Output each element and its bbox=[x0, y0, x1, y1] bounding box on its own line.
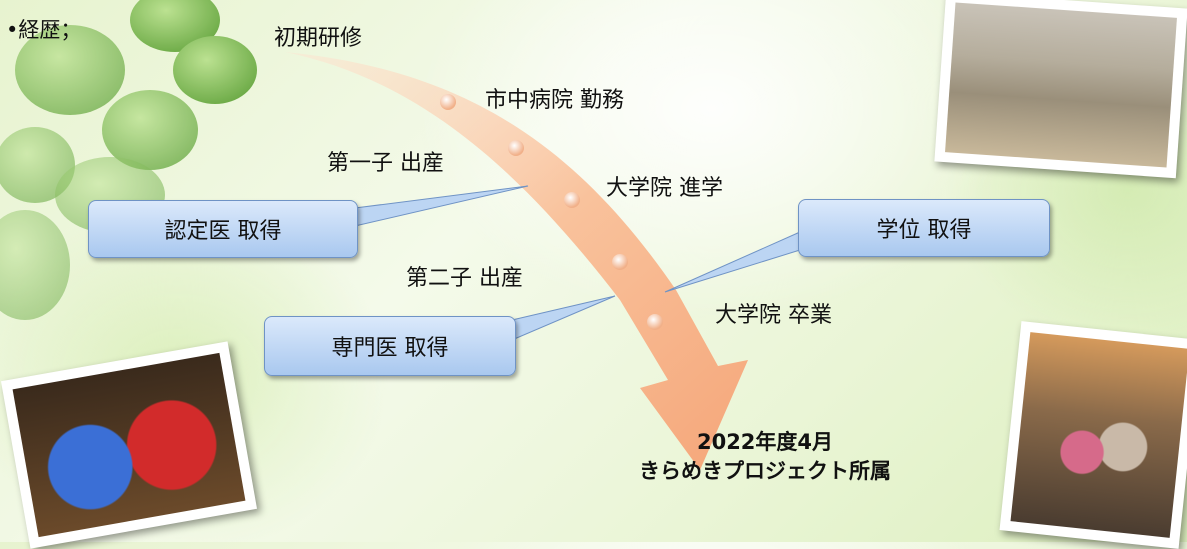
timeline-label: 大学院 卒業 bbox=[715, 303, 832, 328]
callout-text: 学位 取得 bbox=[876, 218, 972, 243]
footer-project: きらめきプロジェクト所属 bbox=[639, 459, 891, 483]
callout-certified: 認定医 取得 bbox=[88, 200, 358, 258]
timeline-arrow bbox=[285, 52, 748, 470]
photo-beach bbox=[934, 0, 1187, 179]
timeline-label: 市中病院 勤務 bbox=[485, 88, 624, 113]
timeline-label: 大学院 進学 bbox=[606, 176, 723, 201]
bullet: • bbox=[6, 18, 19, 42]
clover-icon bbox=[0, 0, 257, 320]
section-title: 経歴； bbox=[18, 18, 82, 42]
footer-date: 2022年度4月 bbox=[696, 430, 834, 454]
section-header: •経歴； bbox=[6, 14, 81, 44]
photo-children bbox=[999, 321, 1187, 549]
timeline-markers bbox=[440, 94, 663, 330]
callout-text: 専門医 取得 bbox=[331, 336, 449, 361]
callout-pointer bbox=[354, 185, 529, 227]
callout-pointer bbox=[664, 231, 801, 293]
callout-specialist: 専門医 取得 bbox=[264, 316, 516, 376]
timeline-label: 第一子 出産 bbox=[327, 151, 444, 176]
callout-pointer bbox=[511, 295, 616, 341]
callout-degree: 学位 取得 bbox=[798, 199, 1050, 257]
callout-text: 認定医 取得 bbox=[164, 219, 282, 244]
timeline-label: 初期研修 bbox=[274, 26, 363, 51]
footer-note: 2022年度4月 きらめきプロジェクト所属 bbox=[600, 428, 930, 486]
timeline-label: 第二子 出産 bbox=[406, 266, 523, 291]
